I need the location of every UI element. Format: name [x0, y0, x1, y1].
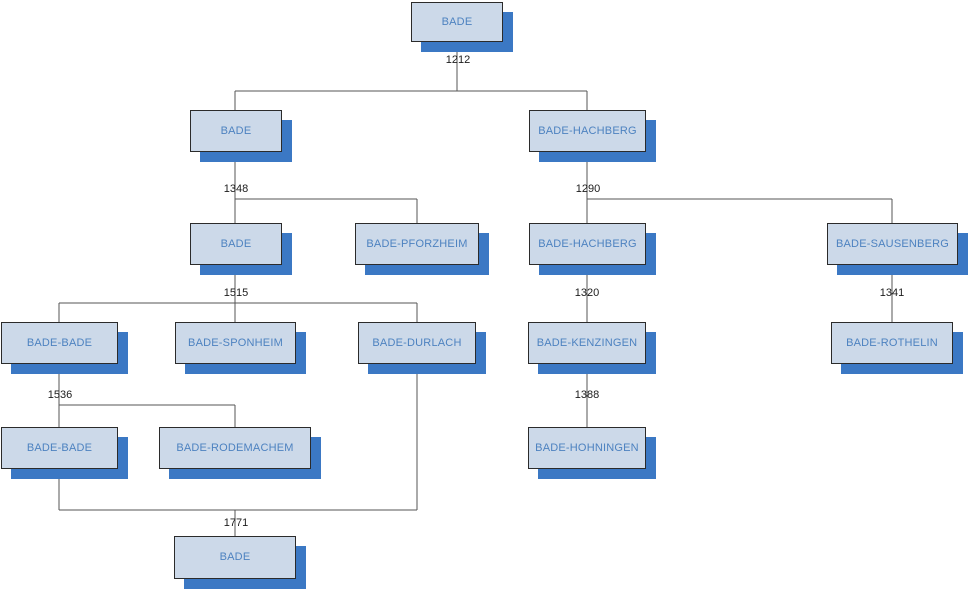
node-label: BADE-ROTHELIN	[846, 336, 938, 349]
node-label: BADE	[219, 551, 251, 563]
edge-label-1771: 1771	[223, 517, 249, 529]
edge-label-1348: 1348	[223, 183, 249, 195]
node-bade-kenzingen[interactable]: BADE-KENZINGEN	[528, 322, 656, 374]
node-label: BADE-BADE	[26, 336, 93, 349]
node-bade-bade[interactable]: BADE-BADE	[1, 322, 128, 374]
edge-label-1212: 1212	[445, 54, 471, 66]
node-bade-sausenberg[interactable]: BADE-SAUSENBERG	[827, 223, 968, 275]
node-label: BADE-HACHBERG	[538, 237, 637, 250]
node-label: BADE-HOHNINGEN	[535, 441, 639, 454]
node-bade-durlach[interactable]: BADE-DURLACH	[358, 322, 486, 374]
node-label: BADE-KENZINGEN	[536, 336, 638, 349]
node-box[interactable]: BADE-DURLACH	[358, 322, 476, 364]
node-box[interactable]: BADE-SAUSENBERG	[827, 223, 958, 265]
node-bade-hachberg[interactable]: BADE-HACHBERG	[529, 110, 656, 162]
edge-label-1320: 1320	[574, 287, 600, 299]
node-box[interactable]: BADE-HACHBERG	[529, 110, 646, 152]
node-bade-bade[interactable]: BADE-BADE	[1, 427, 128, 479]
node-box[interactable]: BADE	[174, 536, 296, 579]
node-bade[interactable]: BADE	[190, 110, 292, 162]
node-bade[interactable]: BADE	[411, 2, 513, 52]
edge-label-1515: 1515	[223, 287, 249, 299]
node-label: BADE-RODEMACHEM	[176, 441, 294, 454]
node-box[interactable]: BADE-PFORZHEIM	[355, 223, 479, 265]
node-bade-sponheim[interactable]: BADE-SPONHEIM	[175, 322, 306, 374]
node-bade-rodemachem[interactable]: BADE-RODEMACHEM	[159, 427, 321, 479]
node-label: BADE-DURLACH	[372, 336, 462, 349]
node-box[interactable]: BADE-KENZINGEN	[528, 322, 646, 364]
node-bade[interactable]: BADE	[174, 536, 306, 589]
node-bade-hachberg[interactable]: BADE-HACHBERG	[529, 223, 656, 275]
node-box[interactable]: BADE-HACHBERG	[529, 223, 646, 265]
node-label: BADE-PFORZHEIM	[366, 237, 468, 250]
edge-label-1341: 1341	[879, 287, 905, 299]
node-box[interactable]: BADE	[190, 110, 282, 152]
node-box[interactable]: BADE-BADE	[1, 322, 118, 364]
node-box[interactable]: BADE-ROTHELIN	[831, 322, 953, 364]
node-bade-rothelin[interactable]: BADE-ROTHELIN	[831, 322, 963, 374]
node-box[interactable]: BADE-SPONHEIM	[175, 322, 296, 364]
node-box[interactable]: BADE	[411, 2, 503, 42]
node-box[interactable]: BADE-BADE	[1, 427, 118, 469]
node-label: BADE-HACHBERG	[538, 124, 637, 137]
edge-label-1536: 1536	[47, 389, 73, 401]
node-bade-pforzheim[interactable]: BADE-PFORZHEIM	[355, 223, 489, 275]
node-bade[interactable]: BADE	[190, 223, 292, 275]
edge-label-1290: 1290	[575, 183, 601, 195]
node-label: BADE-BADE	[26, 441, 93, 454]
node-label: BADE	[220, 124, 252, 137]
node-label: BADE-SPONHEIM	[188, 336, 283, 349]
node-box[interactable]: BADE	[190, 223, 282, 265]
node-bade-hohningen[interactable]: BADE-HOHNINGEN	[528, 427, 656, 479]
node-box[interactable]: BADE-RODEMACHEM	[159, 427, 311, 469]
node-label: BADE	[441, 15, 473, 28]
node-label: BADE-SAUSENBERG	[835, 237, 950, 250]
edge-label-1388: 1388	[574, 389, 600, 401]
node-box[interactable]: BADE-HOHNINGEN	[528, 427, 646, 469]
node-label: BADE	[220, 237, 252, 250]
